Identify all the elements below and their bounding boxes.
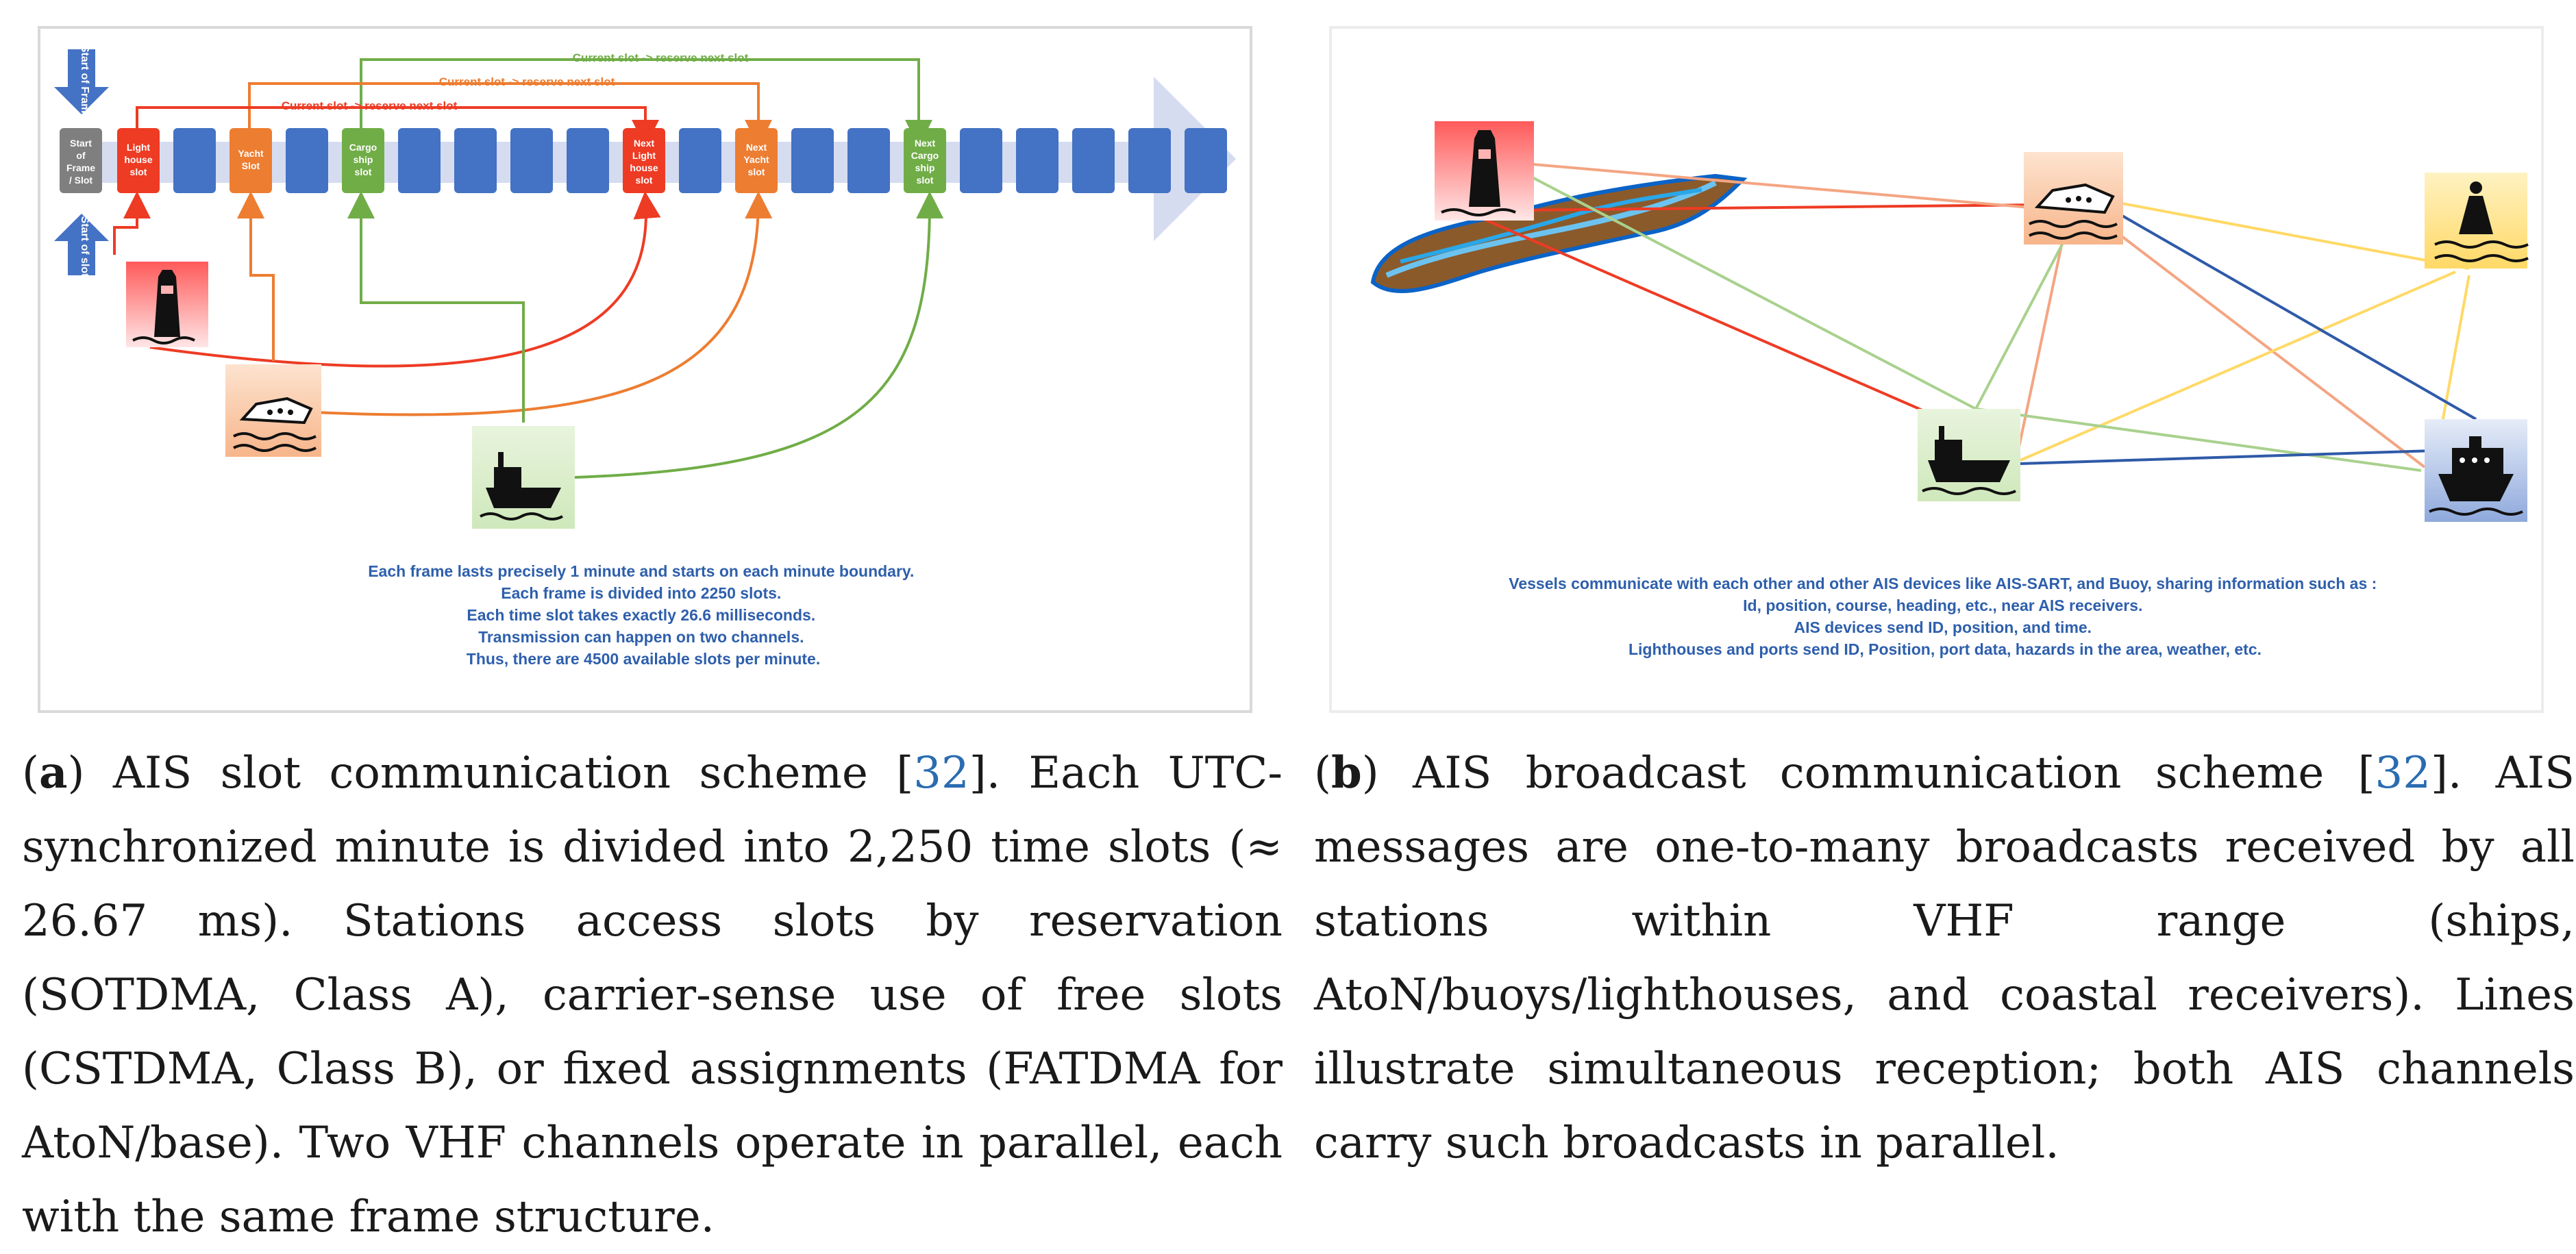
caption-b: (b) AIS broadcast communication scheme [… <box>1314 747 2575 1168</box>
cargo-ship-icon <box>472 426 575 529</box>
arrow-label-green: Current slot -> reserve next slot <box>573 51 749 64</box>
arrow-label-red: Current slot -> reserve next slot <box>282 99 458 112</box>
buoy-icon <box>2425 173 2529 268</box>
empty-slot <box>286 128 328 193</box>
broadcast-line <box>2020 449 2456 465</box>
caption-a-citation[interactable]: 32 <box>913 748 969 799</box>
broadcast-line <box>1513 203 2042 212</box>
frame-info-line: Transmission can happen on two channels. <box>478 628 804 646</box>
broadcast-line <box>2085 195 2470 270</box>
lighthouse-slot-link <box>113 191 151 255</box>
coastline-icon <box>1370 173 1748 294</box>
caption-b-body: ]. AIS messages are one-to-many broadcas… <box>1314 748 2575 1168</box>
empty-slot <box>173 128 216 193</box>
empty-slot <box>791 128 834 193</box>
lighthouse-icon <box>1435 121 1534 221</box>
caption-a-title: ) AIS slot communication scheme [ <box>67 748 914 799</box>
broadcast-scheme-panel: Vessels communicate with each other and … <box>1329 26 2544 713</box>
empty-slot <box>1072 128 1115 193</box>
caption-b-label: b <box>1330 747 1362 799</box>
empty-slot <box>1185 128 1227 193</box>
broadcast-info-text: Vessels communicate with each other and … <box>1509 575 2381 658</box>
frame-info-text: Each frame lasts precisely 1 minute and … <box>368 562 919 668</box>
arrow-label-orange: Current slot -> reserve next slot <box>439 75 615 88</box>
yacht-next-link <box>314 191 773 416</box>
broadcast-line <box>1975 407 2422 472</box>
broadcast-line <box>2077 202 2426 468</box>
broadcast-line <box>1509 164 1977 410</box>
frame-info-line: Each frame is divided into 2250 slots. <box>501 584 781 602</box>
frame-info-line: Each time slot takes exactly 26.6 millis… <box>467 606 815 624</box>
caption-b-citation[interactable]: 32 <box>2375 748 2431 799</box>
yacht-reserve-arrow <box>248 82 772 147</box>
caption-a-body: ]. Each UTC-synchronized minute is divid… <box>22 748 1283 1242</box>
cruise-ship-icon <box>2425 419 2527 522</box>
cargo-slot-link <box>347 191 525 423</box>
empty-slot <box>1016 128 1058 193</box>
start-of-slot-label: Start of slot <box>79 216 90 278</box>
start-of-frame-arrow: Start of Frame <box>54 45 109 120</box>
empty-slot <box>398 128 441 193</box>
empty-slot <box>510 128 553 193</box>
empty-slot <box>679 128 721 193</box>
start-of-slot-arrow: Start of slot <box>54 214 109 277</box>
broadcast-info-line: Id, position, course, heading, etc., nea… <box>1743 597 2142 614</box>
cargo-next-link <box>574 191 944 479</box>
frame-info-line: Thus, there are 4500 available slots per… <box>467 650 820 668</box>
yacht-icon <box>225 364 321 457</box>
broadcast-lines <box>1478 161 2477 472</box>
broadcast-info-line: AIS devices send ID, position, and time. <box>1794 618 2092 636</box>
yacht-icon <box>2024 152 2123 244</box>
broadcast-line <box>1509 161 2038 210</box>
broadcast-line <box>2088 195 2477 421</box>
broadcast-scheme-diagram: Vessels communicate with each other and … <box>1370 121 2529 658</box>
lighthouse-next-link <box>149 191 661 368</box>
slot-scheme-diagram: Start of Frame Start of slot Current slo… <box>54 45 1236 668</box>
caption-b-title: ) AIS broadcast communication scheme [ <box>1361 748 2375 799</box>
broadcast-line <box>2020 271 2456 462</box>
empty-slot <box>847 128 890 193</box>
empty-slot <box>567 128 609 193</box>
broadcast-info-line: Vessels communicate with each other and … <box>1509 575 2377 592</box>
start-of-frame-label: Start of Frame <box>79 45 90 120</box>
empty-slot <box>454 128 497 193</box>
slot-scheme-panel: Start of Frame Start of slot Current slo… <box>38 26 1252 713</box>
empty-slot <box>1128 128 1171 193</box>
cargo-reserve-arrow <box>360 58 932 147</box>
frame-info-line: Each frame lasts precisely 1 minute and … <box>368 562 914 580</box>
broadcast-info-line: Lighthouses and ports send ID, Position,… <box>1628 640 2262 658</box>
cargo-ship-icon <box>1918 409 2020 501</box>
lighthouse-icon <box>126 262 208 347</box>
caption-a-label: a <box>38 747 68 799</box>
empty-slot <box>960 128 1002 193</box>
lighthouse-reserve-arrow <box>136 106 659 147</box>
yacht-slot-link <box>237 191 275 361</box>
caption-a: (a) AIS slot communication scheme [32]. … <box>22 747 1283 1242</box>
